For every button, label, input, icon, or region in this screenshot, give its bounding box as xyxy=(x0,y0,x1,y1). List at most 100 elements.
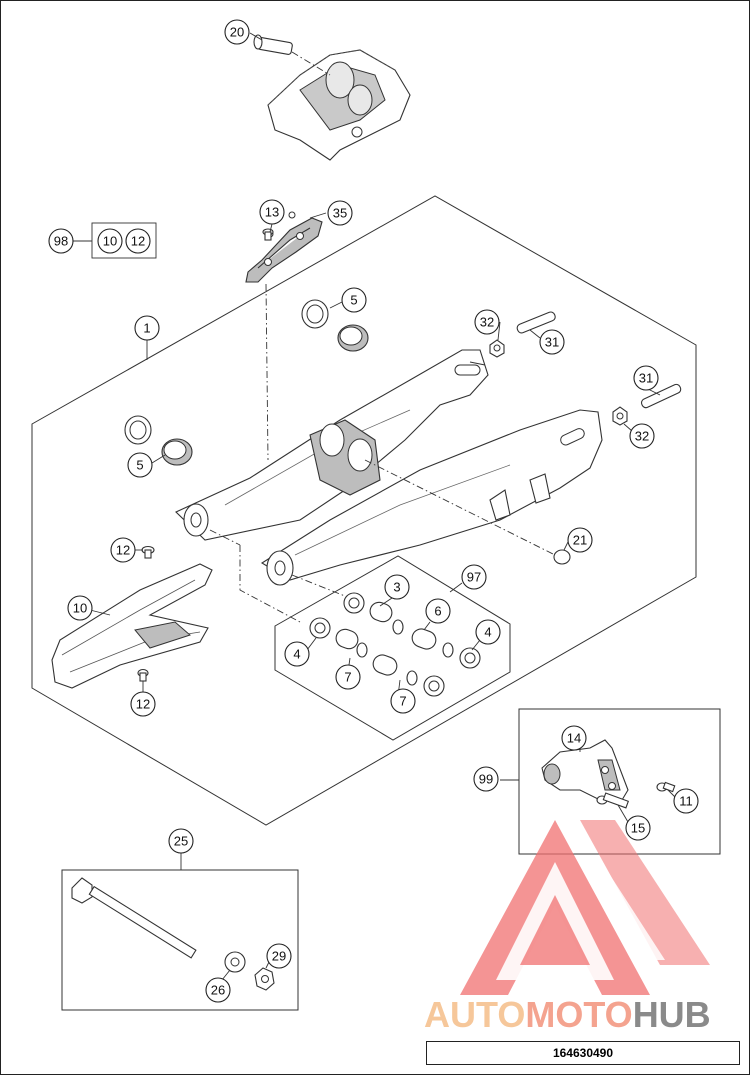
svg-text:29: 29 xyxy=(272,949,286,964)
callout-4-left: 4 xyxy=(284,641,310,667)
svg-text:15: 15 xyxy=(631,821,645,836)
svg-text:1: 1 xyxy=(143,321,150,336)
svg-text:31: 31 xyxy=(639,371,653,386)
callout-35: 35 xyxy=(327,200,353,226)
svg-text:7: 7 xyxy=(344,670,351,685)
chain-guard-10 xyxy=(51,563,213,689)
washer-26 xyxy=(224,951,246,973)
axle-25 xyxy=(71,877,197,959)
leader-21 xyxy=(364,459,556,556)
callout-1: 1 xyxy=(134,315,160,341)
screw-12-lower xyxy=(137,668,149,682)
svg-text:12: 12 xyxy=(136,697,150,712)
svg-text:20: 20 xyxy=(230,25,244,40)
callout-20: 20 xyxy=(224,19,250,45)
callout-13: 13 xyxy=(259,199,285,225)
screw-13 xyxy=(262,228,274,241)
screw-11 xyxy=(656,781,676,793)
leader-bearing-path xyxy=(239,545,301,623)
callout-98-item-12: 12 xyxy=(125,228,151,254)
callout-97: 97 xyxy=(461,564,487,590)
svg-text:10: 10 xyxy=(73,601,87,616)
automotohub-wordmark: AUTOMOTOHUB xyxy=(424,994,711,1036)
bolt-15 xyxy=(596,792,630,809)
svg-text:13: 13 xyxy=(265,205,279,220)
frame-section xyxy=(267,49,411,161)
callout-99: 99 xyxy=(473,766,499,792)
brand-hub: HUB xyxy=(632,994,711,1035)
callout-29: 29 xyxy=(266,943,292,969)
svg-text:7: 7 xyxy=(399,694,406,709)
leader-bearing-left xyxy=(209,529,241,546)
svg-text:4: 4 xyxy=(484,625,491,640)
callout-25: 25 xyxy=(168,828,194,854)
svg-text:21: 21 xyxy=(573,533,587,548)
dust-seal-5-lower xyxy=(124,415,193,466)
bearing-kit-group-outline xyxy=(274,555,511,741)
callout-3: 3 xyxy=(384,574,410,600)
callout-98-item-10: 10 xyxy=(97,228,123,254)
chain-guide-14 xyxy=(541,739,629,801)
svg-text:12: 12 xyxy=(131,234,145,249)
svg-text:6: 6 xyxy=(434,604,441,619)
svg-text:31: 31 xyxy=(545,335,559,350)
nut-32-lower xyxy=(612,406,628,426)
brand-auto: AUTO xyxy=(424,994,526,1035)
callout-26: 26 xyxy=(205,977,231,1003)
bearing-kit-97 xyxy=(309,592,481,697)
callout-7-left: 7 xyxy=(335,664,361,690)
svg-text:14: 14 xyxy=(567,731,581,746)
pin-31-upper xyxy=(516,311,556,334)
callout-10: 10 xyxy=(67,595,93,621)
svg-text:98: 98 xyxy=(54,234,68,249)
svg-text:32: 32 xyxy=(635,429,649,444)
callout-31-lower: 31 xyxy=(633,365,659,391)
swingarm-1 xyxy=(175,349,603,586)
diagram-code-box: 164630490 xyxy=(426,1041,740,1065)
callout-32-upper: 32 xyxy=(474,309,500,335)
svg-text:5: 5 xyxy=(350,293,357,308)
leader-bearing-right xyxy=(291,574,351,599)
callout-21: 21 xyxy=(567,527,593,553)
callout-15: 15 xyxy=(625,815,651,841)
svg-text:32: 32 xyxy=(480,315,494,330)
callout-5-upper: 5 xyxy=(341,287,367,313)
automotohub-logo xyxy=(460,820,710,995)
svg-text:4: 4 xyxy=(293,647,300,662)
svg-text:26: 26 xyxy=(211,983,225,998)
svg-text:35: 35 xyxy=(333,206,347,221)
svg-text:97: 97 xyxy=(467,570,481,585)
leader-lines xyxy=(72,32,676,981)
callout-32-lower: 32 xyxy=(629,423,655,449)
callout-31-upper: 31 xyxy=(539,329,565,355)
callout-14: 14 xyxy=(561,725,587,751)
svg-text:12: 12 xyxy=(116,543,130,558)
chain-slider-35 xyxy=(245,211,323,283)
nut-32-upper xyxy=(489,339,505,358)
brand-moto: MOTO xyxy=(525,994,633,1035)
pivot-bolt-20 xyxy=(253,34,331,76)
svg-text:5: 5 xyxy=(136,458,143,473)
nut-21 xyxy=(553,549,571,565)
svg-text:25: 25 xyxy=(174,834,188,849)
svg-text:11: 11 xyxy=(679,794,693,809)
svg-text:99: 99 xyxy=(479,772,493,787)
callout-5-lower: 5 xyxy=(127,452,153,478)
diagram-code: 164630490 xyxy=(552,1046,614,1060)
callout-98: 98 xyxy=(48,228,74,254)
leader-35 xyxy=(265,283,269,461)
callout-7-right: 7 xyxy=(390,688,416,714)
axle-group-outline xyxy=(61,869,299,1011)
svg-text:10: 10 xyxy=(103,234,117,249)
callout-12-upper: 12 xyxy=(110,537,136,563)
screw-12-upper xyxy=(141,545,155,559)
dust-seal-5-upper xyxy=(301,299,369,352)
swingarm-group-outline xyxy=(31,195,697,826)
callout-11: 11 xyxy=(673,788,699,814)
callout-6: 6 xyxy=(425,598,451,624)
callout-4-right: 4 xyxy=(475,619,501,645)
svg-text:3: 3 xyxy=(393,580,400,595)
nut-29 xyxy=(254,967,275,991)
